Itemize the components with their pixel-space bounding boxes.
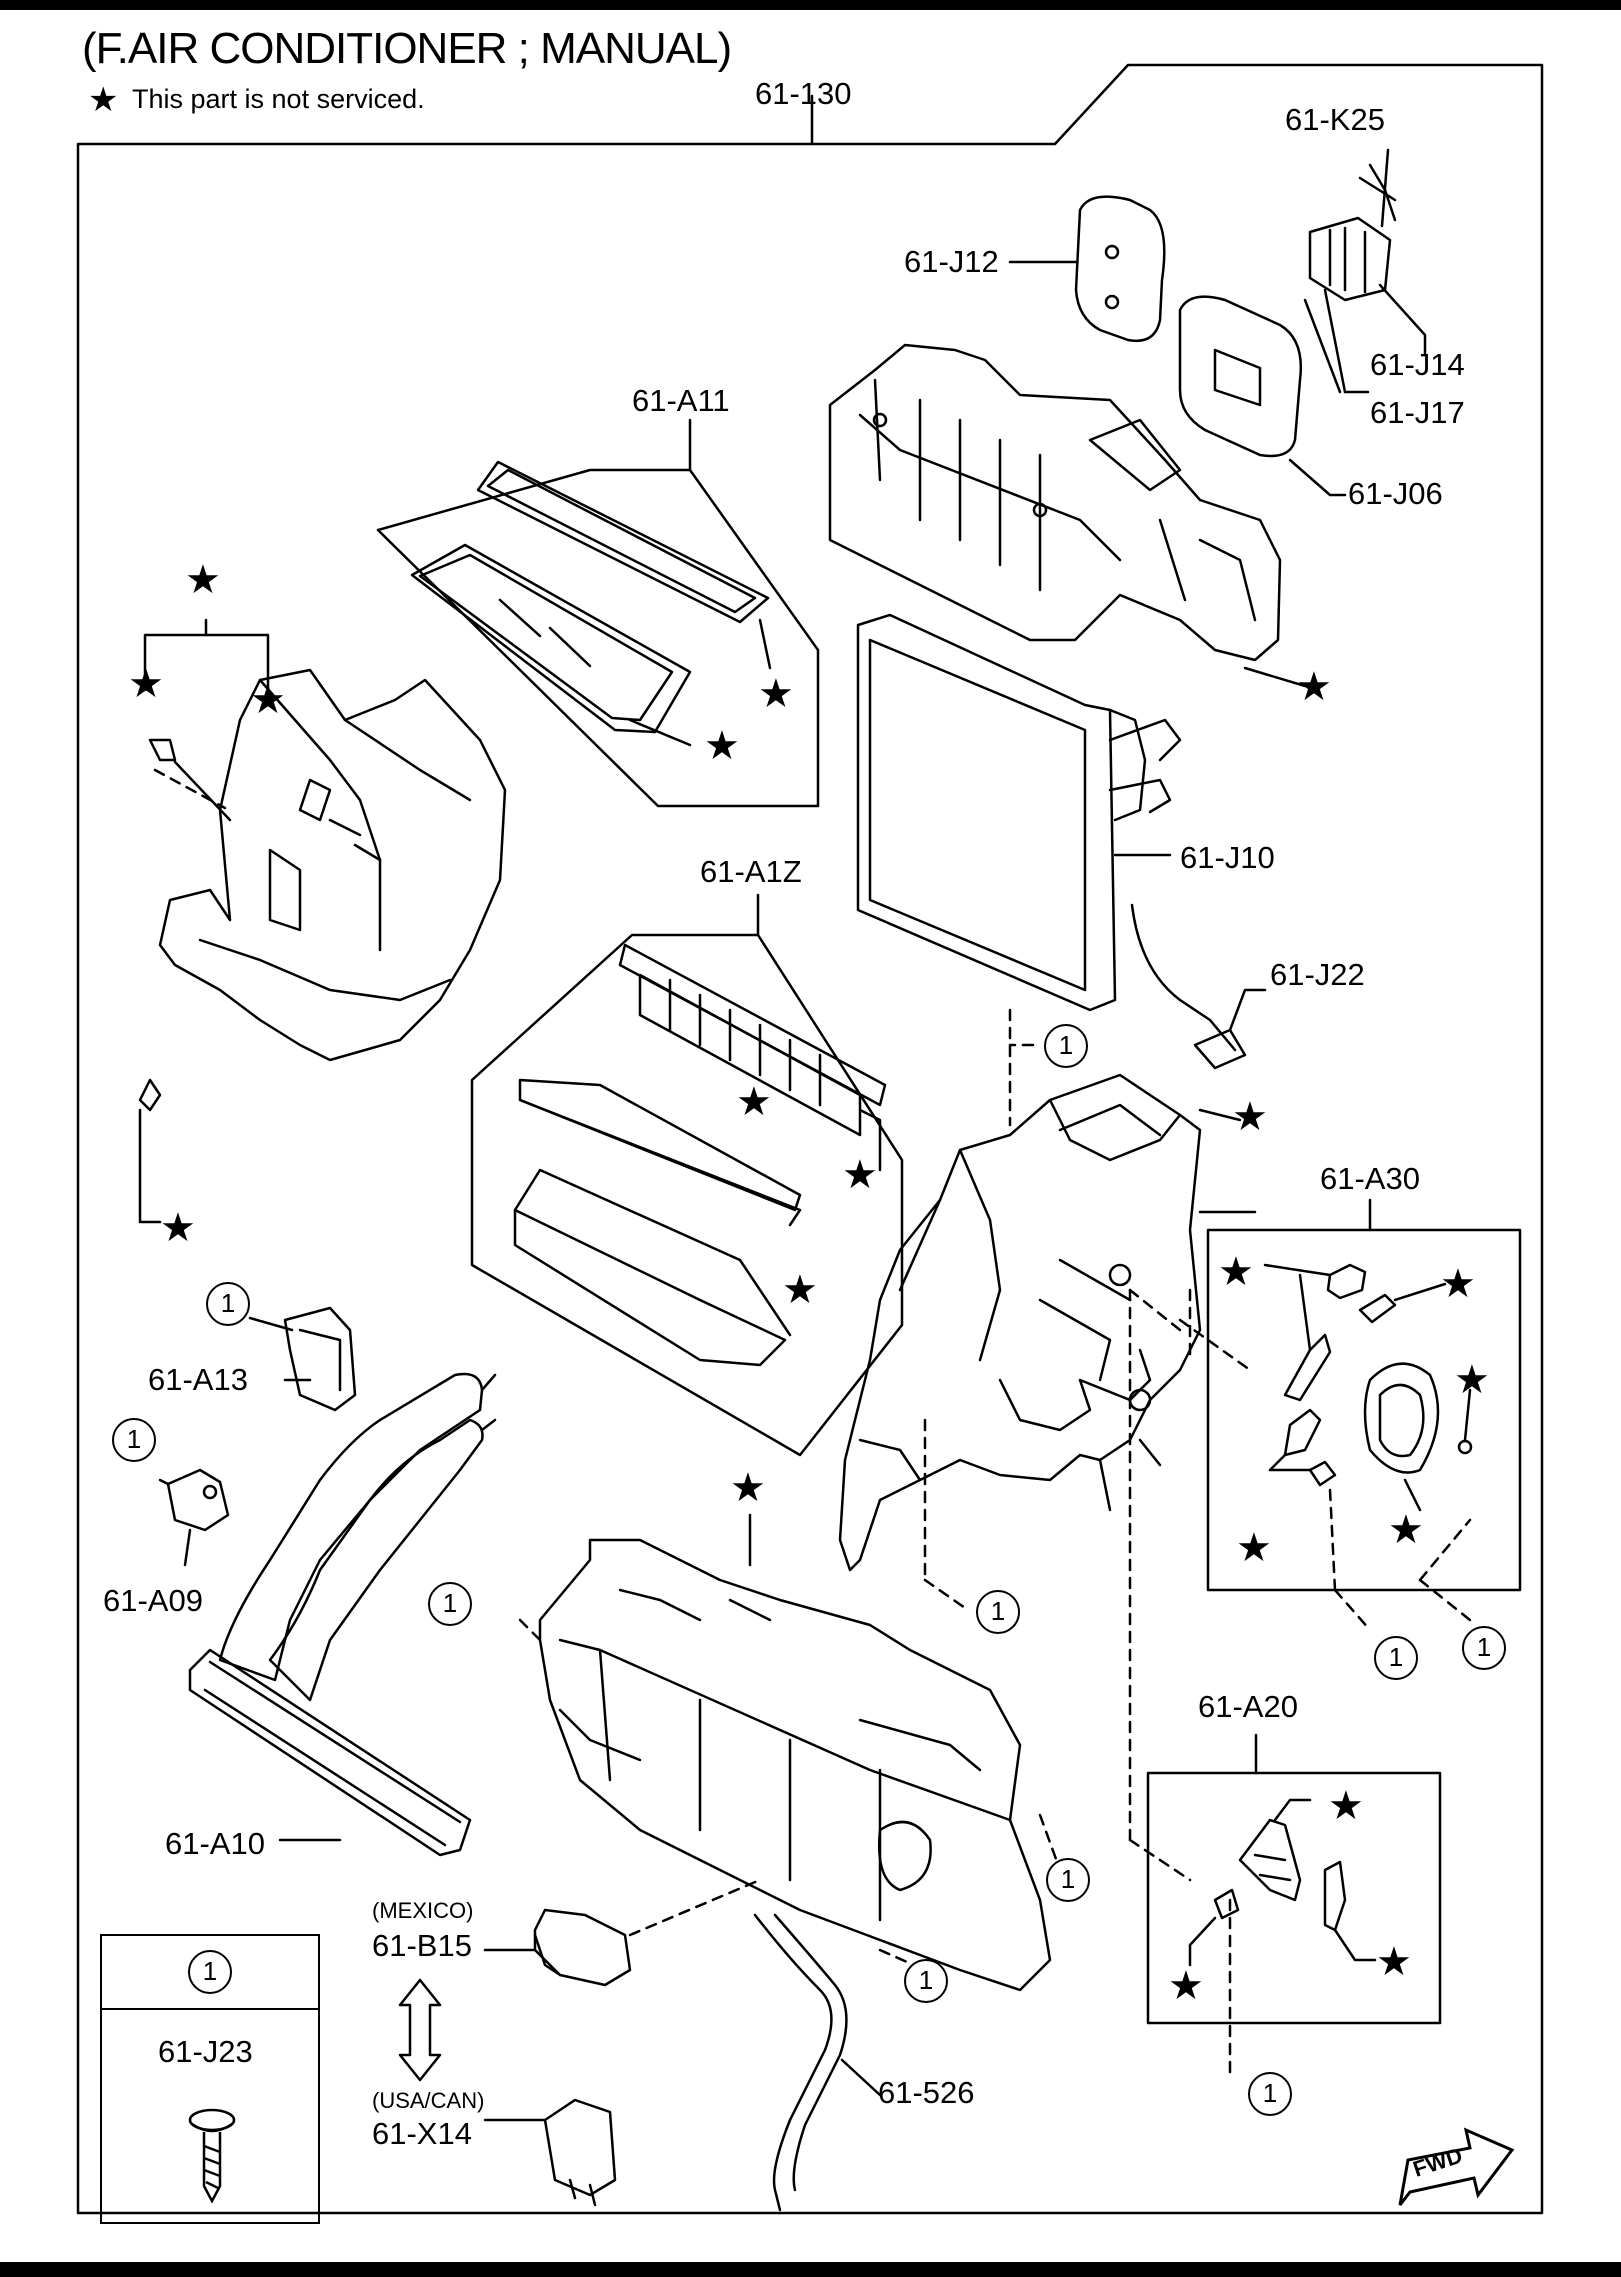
label-61-A30: 61-A30 xyxy=(1320,1161,1420,1196)
legend-box: 1 61-J23 xyxy=(100,1934,320,2224)
label-61-J14: 61-J14 xyxy=(1370,347,1465,382)
not-serviced-star-icon: ★ xyxy=(842,1153,878,1197)
reference-1-marker: 1 xyxy=(1374,1636,1418,1680)
label-61-J06: 61-J06 xyxy=(1348,476,1443,511)
label-mexico: (MEXICO) xyxy=(372,1898,474,1923)
reference-1-marker: 1 xyxy=(112,1418,156,1462)
reference-1-marker: 1 xyxy=(904,1959,948,2003)
label-61-B15: 61-B15 xyxy=(372,1928,472,1963)
not-serviced-star-icon: ★ xyxy=(1232,1095,1268,1139)
label-61-A10: 61-A10 xyxy=(165,1826,265,1861)
not-serviced-star-icon: ★ xyxy=(1440,1262,1476,1306)
not-serviced-star-icon: ★ xyxy=(704,724,740,768)
label-61-A20: 61-A20 xyxy=(1198,1689,1298,1724)
label-61-J17: 61-J17 xyxy=(1370,395,1465,430)
label-usa-can: (USA/CAN) xyxy=(372,2088,485,2113)
reference-1-marker: 1 xyxy=(1044,1024,1088,1068)
not-serviced-star-icon: ★ xyxy=(730,1466,766,1510)
reference-1-marker: 1 xyxy=(1046,1858,1090,1902)
not-serviced-star-icon: ★ xyxy=(1454,1358,1490,1402)
label-61-J22: 61-J22 xyxy=(1270,957,1365,992)
label-61-130: 61-130 xyxy=(755,76,852,111)
legend-divider xyxy=(102,2008,318,2010)
reference-1-marker: 1 xyxy=(206,1282,250,1326)
reference-1-marker: 1 xyxy=(428,1582,472,1626)
note-text: This part is not serviced. xyxy=(132,84,425,114)
not-serviced-star-icon: ★ xyxy=(160,1206,196,1250)
not-serviced-star-icon: ★ xyxy=(1376,1940,1412,1984)
not-serviced-star-icon: ★ xyxy=(185,558,221,602)
not-serviced-star-icon: ★ xyxy=(1388,1508,1424,1552)
label-61-J12: 61-J12 xyxy=(904,244,999,279)
label-61-K25: 61-K25 xyxy=(1285,102,1385,137)
reference-1-marker: 1 xyxy=(1462,1626,1506,1670)
not-serviced-star-icon: ★ xyxy=(1328,1784,1364,1828)
screw-icon xyxy=(188,2108,236,2204)
label-61-J10: 61-J10 xyxy=(1180,840,1275,875)
top-rule xyxy=(0,0,1621,10)
not-serviced-star-icon: ★ xyxy=(736,1080,772,1124)
not-serviced-star-icon: ★ xyxy=(782,1268,818,1312)
not-serviced-star-icon: ★ xyxy=(1218,1250,1254,1294)
label-61-A11: 61-A11 xyxy=(632,383,730,418)
label-61-526: 61-526 xyxy=(878,2075,975,2110)
reference-1-marker: 1 xyxy=(188,1950,232,1994)
label-61-A1Z: 61-A1Z xyxy=(700,854,802,889)
reference-1-marker: 1 xyxy=(1248,2072,1292,2116)
not-serviced-star-icon: ★ xyxy=(128,662,164,706)
not-serviced-star-icon: ★ xyxy=(250,678,286,722)
diagram-title: (F.AIR CONDITIONER ; MANUAL) xyxy=(82,24,732,73)
not-serviced-star-icon: ★ xyxy=(1296,665,1332,709)
label-61-A13: 61-A13 xyxy=(148,1362,248,1397)
label-61-J23: 61-J23 xyxy=(158,2034,253,2069)
star-icon: ★ xyxy=(88,81,119,119)
not-serviced-star-icon: ★ xyxy=(1168,1964,1204,2008)
not-serviced-star-icon: ★ xyxy=(1236,1526,1272,1570)
not-serviced-star-icon: ★ xyxy=(758,672,794,716)
label-61-X14: 61-X14 xyxy=(372,2116,472,2151)
bottom-rule xyxy=(0,2262,1621,2277)
label-61-A09: 61-A09 xyxy=(103,1583,203,1618)
reference-1-marker: 1 xyxy=(976,1590,1020,1634)
